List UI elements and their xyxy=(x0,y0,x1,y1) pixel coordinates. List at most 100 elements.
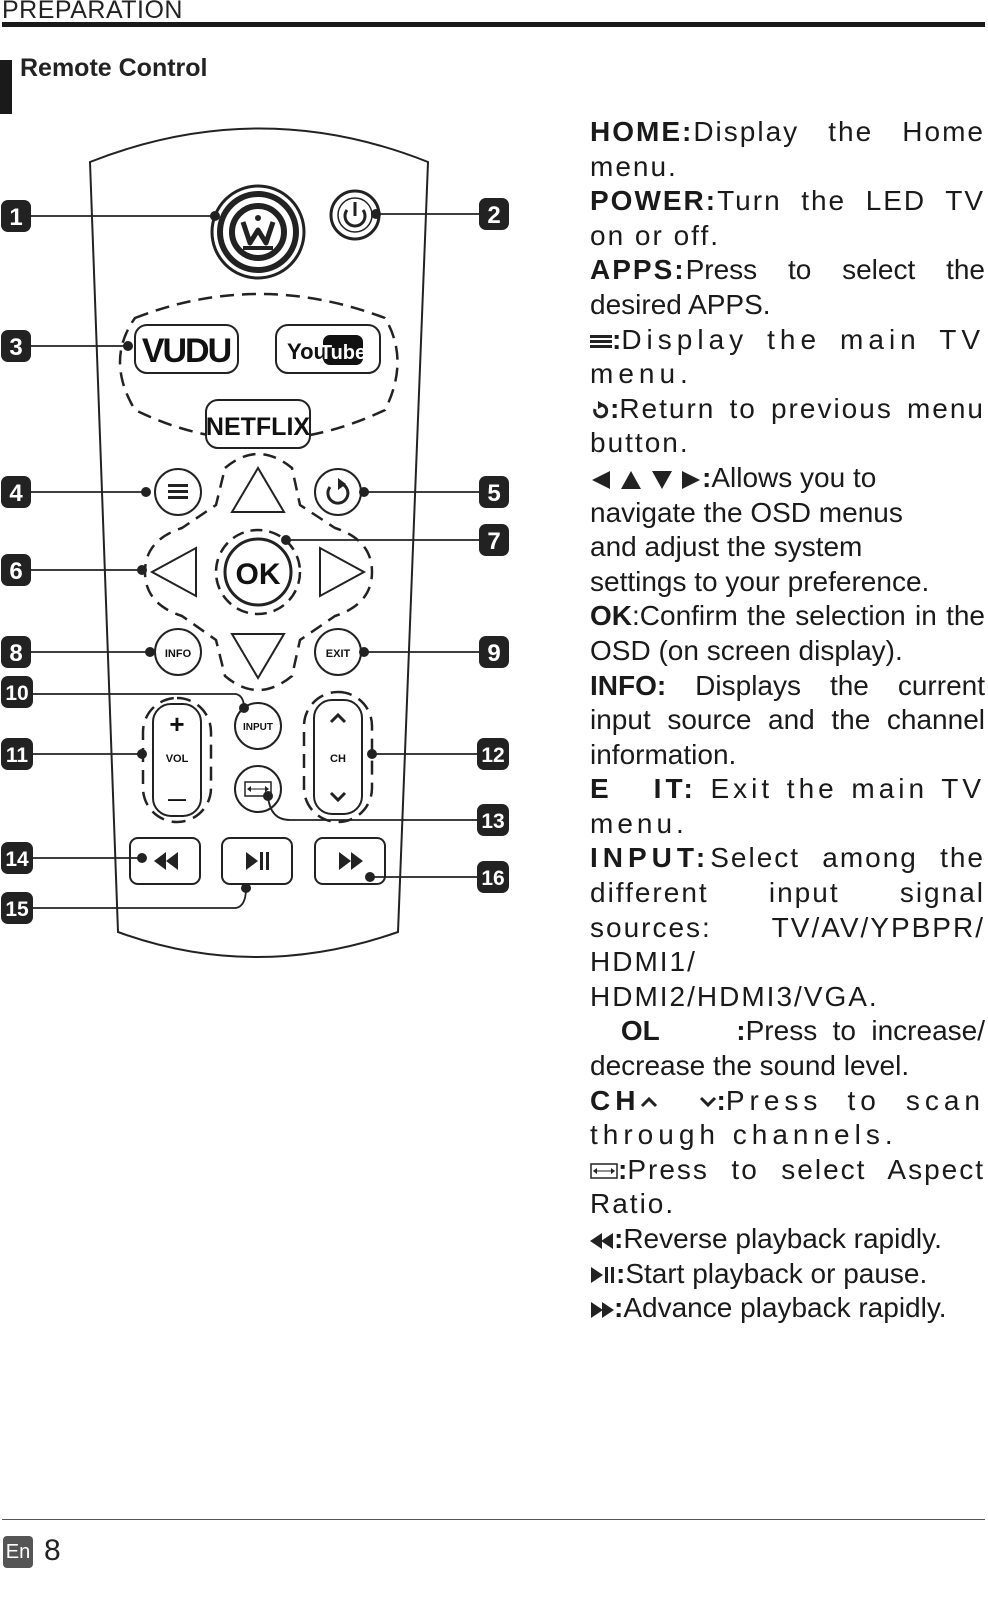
callout-badges: 1 2 3 4 5 6 7 8 9 10 11 12 13 14 15 16 xyxy=(1,198,509,924)
desc-apps: APPS:Press to select the desired APPS. xyxy=(590,254,985,320)
desc-ok: OK:Confirm the selection in the OSD (on … xyxy=(590,600,985,666)
language-badge: En xyxy=(3,1536,33,1568)
home-button xyxy=(210,184,306,280)
menu-icon xyxy=(590,335,612,349)
svg-text:VUDU: VUDU xyxy=(142,332,231,370)
remote-diagram: VUDU You Tube NETFLIX OK INFO EXIT xyxy=(1,127,509,958)
input-button: INPUT xyxy=(234,702,282,750)
svg-text:6: 6 xyxy=(9,558,22,585)
svg-text:9: 9 xyxy=(487,640,500,667)
play-pause-icon xyxy=(246,852,258,870)
callout-10: 10 xyxy=(1,676,33,708)
vudu-button: VUDU xyxy=(134,324,239,374)
callout-7: 7 xyxy=(479,524,509,556)
svg-text:3: 3 xyxy=(9,334,22,361)
fast-forward-icon xyxy=(339,852,351,870)
westinghouse-logo-icon xyxy=(240,221,276,246)
svg-text:INFO: INFO xyxy=(165,648,192,660)
play-pause-button xyxy=(221,837,293,885)
callout-6: 6 xyxy=(1,554,31,586)
left-arrow-icon xyxy=(149,546,197,598)
rewind-button xyxy=(129,837,201,885)
svg-text:CH: CH xyxy=(330,753,346,765)
svg-text:7: 7 xyxy=(487,528,500,555)
desc-ch: CH :Press to scan through channels. xyxy=(590,1084,985,1151)
svg-text:1: 1 xyxy=(9,204,22,231)
callout-12: 12 xyxy=(477,738,509,770)
menu-icon xyxy=(168,484,188,487)
desc-home: HOME:Display the Home menu. xyxy=(590,116,985,182)
svg-text:NETFLIX: NETFLIX xyxy=(206,413,310,441)
callout-16: 16 xyxy=(477,861,509,893)
svg-text:Tube: Tube xyxy=(320,342,366,364)
power-icon xyxy=(343,209,367,228)
callout-14: 14 xyxy=(1,842,33,874)
footer-rule xyxy=(2,1519,985,1520)
up-arrow-icon xyxy=(230,466,286,513)
section-label: PREPARATION xyxy=(2,0,183,24)
youtube-button: You Tube xyxy=(275,324,381,374)
svg-text:13: 13 xyxy=(481,810,504,833)
callout-15: 15 xyxy=(1,892,33,924)
return-icon xyxy=(326,482,350,505)
right-arrow-icon xyxy=(319,546,367,598)
desc-fast-forward: :Advance playback rapidly. xyxy=(590,1291,985,1326)
apps-group-outline xyxy=(118,292,399,442)
remote-illustration: VUDU You Tube NETFLIX OK INFO EXIT xyxy=(0,120,540,980)
ch-up-icon xyxy=(641,1097,658,1108)
svg-text:11: 11 xyxy=(6,744,29,767)
return-icon xyxy=(593,401,609,419)
button-descriptions: HOME:Display the Home menu. POWER:Turn t… xyxy=(590,115,985,1326)
callout-11: 11 xyxy=(1,738,33,770)
svg-text:VOL: VOL xyxy=(166,753,189,765)
svg-text:10: 10 xyxy=(5,682,28,705)
aspect-ratio-icon xyxy=(244,781,272,797)
desc-aspect: :Press to select Aspect Ratio. xyxy=(590,1153,985,1220)
fast-forward-button xyxy=(314,837,386,885)
desc-info: INFO: Displays the current input source … xyxy=(590,669,985,770)
ok-button: OK xyxy=(214,528,302,616)
svg-text:4: 4 xyxy=(9,480,23,507)
aspect-ratio-icon xyxy=(590,1163,618,1180)
return-button xyxy=(314,468,362,516)
fast-forward-icon xyxy=(591,1301,614,1318)
desc-vol: OL :Press to increase/ decrease the soun… xyxy=(590,1015,985,1082)
callout-4: 4 xyxy=(1,476,31,508)
svg-text:—: — xyxy=(168,789,186,809)
header-rule xyxy=(2,22,985,27)
svg-text:+: + xyxy=(169,709,184,739)
play-pause-icon xyxy=(591,1267,614,1284)
callout-8: 8 xyxy=(1,636,31,668)
desc-input: INPUT:Select among the different input s… xyxy=(590,842,985,1012)
title-marker xyxy=(0,60,12,114)
down-arrow-icon xyxy=(230,633,286,680)
ch-down-icon xyxy=(699,1097,716,1108)
svg-text:15: 15 xyxy=(5,898,29,921)
callout-3: 3 xyxy=(1,330,31,362)
desc-exit: E IT: Exit the main TV menu. xyxy=(590,773,985,839)
desc-navigation: :Allows you to navigate the OSD menus an… xyxy=(590,461,930,597)
page-number: 8 xyxy=(44,1534,61,1567)
ch-up-icon xyxy=(329,712,347,724)
svg-text:2: 2 xyxy=(487,202,500,229)
svg-text:INPUT: INPUT xyxy=(243,722,273,733)
desc-rewind: :Reverse playback rapidly. xyxy=(590,1222,985,1257)
info-button: INFO xyxy=(154,628,202,676)
svg-text:14: 14 xyxy=(5,848,29,871)
desc-menu: :Display the main TV menu. xyxy=(590,323,985,390)
ch-rocker: CH xyxy=(302,690,374,824)
page-title: Remote Control xyxy=(20,54,208,82)
rewind-icon xyxy=(154,852,166,870)
callout-9: 9 xyxy=(479,636,509,668)
ch-down-icon xyxy=(329,791,347,803)
svg-text:You: You xyxy=(287,339,327,364)
callout-dots xyxy=(123,209,381,893)
svg-text:EXIT: EXIT xyxy=(326,648,351,660)
aspect-button xyxy=(234,765,282,813)
menu-button xyxy=(154,468,202,516)
desc-play-pause: :Start playback or pause. xyxy=(590,1257,985,1292)
navigation-arrows-icon xyxy=(592,470,700,489)
svg-text:5: 5 xyxy=(487,480,500,507)
vol-rocker: + VOL — xyxy=(141,696,213,824)
exit-button: EXIT xyxy=(314,628,362,676)
